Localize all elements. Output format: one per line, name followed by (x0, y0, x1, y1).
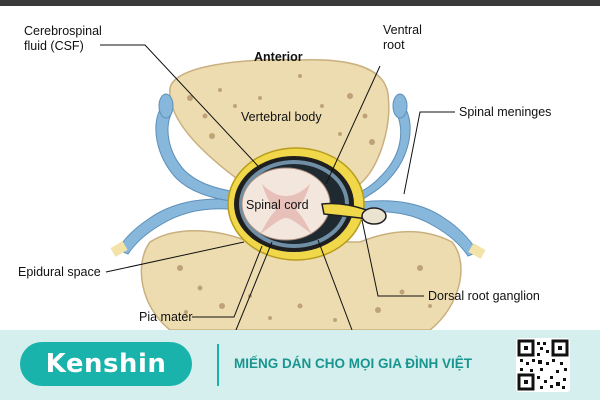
vertebral-body (169, 58, 390, 185)
grey-matter (260, 184, 312, 234)
anatomy-illustration (100, 44, 486, 330)
label-csf: Cerebrospinal fluid (CSF) (24, 24, 102, 54)
label-epidural-space: Epidural space (18, 265, 101, 279)
label-anterior: Anterior (254, 50, 303, 64)
label-csf-line2: fluid (CSF) (24, 39, 84, 53)
dorsal-root-ganglion-shape (361, 207, 387, 225)
bone-texture (177, 74, 432, 322)
footer-banner: Kenshin MIẾNG DÁN CHO MỌI GIA ĐÌNH VIỆT (0, 330, 600, 400)
qr-code-icon (516, 338, 570, 392)
label-dorsal-root-ganglion: Dorsal root ganglion (428, 289, 540, 303)
callout-lines (100, 44, 455, 330)
label-csf-line1: Cerebrospinal (24, 24, 102, 38)
spinal-anatomy-diagram: Cerebrospinal fluid (CSF) Anterior Ventr… (0, 6, 600, 330)
label-vertebral-body: Vertebral body (241, 110, 322, 124)
footer-slogan: MIẾNG DÁN CHO MỌI GIA ĐÌNH VIỆT (234, 356, 473, 371)
label-ventral-root-line2: root (383, 38, 405, 52)
label-ventral-root: Ventral root (383, 23, 422, 53)
label-spinal-meninges: Spinal meninges (459, 105, 552, 119)
label-pia-mater: Pia mater (139, 310, 193, 324)
footer-divider (217, 344, 219, 386)
label-ventral-root-line1: Ventral (383, 23, 422, 37)
brand-logo[interactable]: Kenshin (20, 342, 192, 386)
label-spinal-cord: Spinal cord (246, 198, 309, 212)
top-border (0, 0, 600, 6)
